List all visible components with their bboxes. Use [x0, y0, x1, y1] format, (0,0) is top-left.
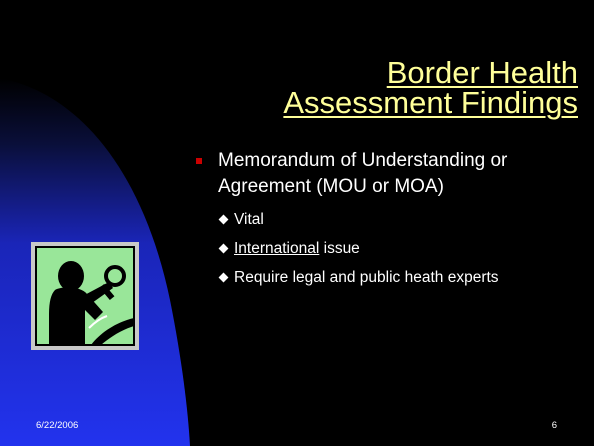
red-square-bullet-icon — [196, 158, 202, 164]
bullet-item: Memorandum of Understanding or Agreement… — [196, 148, 586, 200]
sub-bullet-text: Vital — [234, 211, 264, 228]
title-line-2: Assessment Findings — [283, 85, 578, 120]
sub-bullet-international: International issue — [196, 239, 586, 258]
sub-bullet-vital: Vital — [196, 210, 586, 229]
sub-bullet-legal: Require legal and public heath experts — [196, 268, 586, 287]
sub-bullet-text: Require legal and public heath experts — [234, 269, 499, 286]
slide-title: Border Health Assessment Findings — [178, 55, 578, 120]
title-line-1: Border Health — [386, 55, 578, 90]
international-word: International — [234, 240, 320, 257]
slide-date: 6/22/2006 — [36, 420, 79, 431]
slide-number: 6 — [551, 420, 557, 431]
bullet-text: Memorandum of Understanding or Agreement… — [218, 150, 508, 197]
white-diamond-bullet-icon — [218, 214, 229, 225]
international-rest: issue — [319, 240, 360, 257]
white-diamond-bullet-icon — [218, 272, 229, 283]
white-diamond-bullet-icon — [218, 243, 229, 254]
body-content: Memorandum of Understanding or Agreement… — [196, 148, 586, 287]
person-with-magnifier-icon — [31, 242, 139, 350]
